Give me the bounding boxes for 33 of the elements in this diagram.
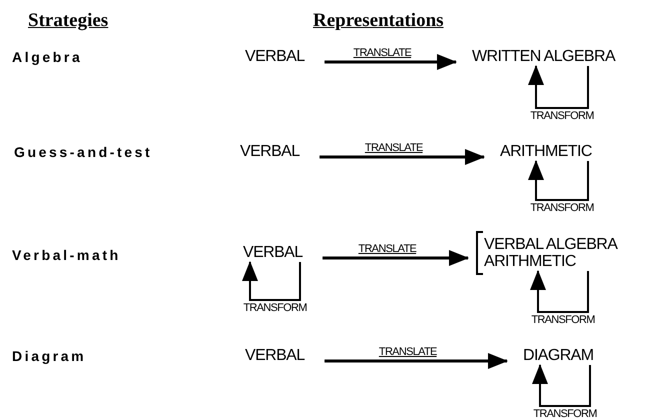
- representation-label: VERBAL: [245, 347, 305, 364]
- arrow: [528, 160, 589, 201]
- edge-label: TRANSFORM: [242, 302, 308, 314]
- edge-label: TRANSLATE: [364, 142, 424, 154]
- edge-label: TRANSLATE: [357, 243, 418, 255]
- arrow: [528, 65, 589, 109]
- representation-label: ARITHMETIC: [484, 253, 577, 270]
- arrow: [322, 250, 469, 266]
- strategy-name: Diagram: [12, 348, 86, 364]
- strategy-name: Algebra: [12, 49, 82, 65]
- representation-label: ARITHMETIC: [500, 143, 592, 160]
- arrow: [532, 364, 591, 407]
- edge-label: TRANSLATE: [352, 47, 412, 59]
- edge-label: TRANSFORM: [529, 202, 595, 214]
- edge-label: TRANSFORM: [532, 408, 598, 418]
- representation-label: VERBAL: [245, 48, 305, 65]
- arrow: [324, 54, 457, 70]
- arrow: [320, 149, 485, 165]
- column-heading: Strategies: [28, 10, 108, 32]
- arrow: [530, 270, 589, 313]
- representation-label: DIAGRAM: [523, 347, 594, 364]
- strategy-name: Guess-and-test: [14, 144, 152, 160]
- edge-label: TRANSLATE: [378, 346, 438, 358]
- edge-label: TRANSFORM: [529, 110, 595, 122]
- representation-label: WRITTEN ALGEBRA: [472, 48, 616, 65]
- edge-label: TRANSFORM: [530, 314, 596, 326]
- representation-label: VERBAL: [240, 143, 300, 160]
- representation-label: VERBAL ALGEBRA: [484, 236, 618, 253]
- arrow: [324, 353, 508, 369]
- arrow: [242, 261, 301, 301]
- column-heading: Representations: [313, 10, 444, 32]
- strategy-name: Verbal-math: [12, 247, 121, 263]
- representation-label: VERBAL: [243, 244, 303, 261]
